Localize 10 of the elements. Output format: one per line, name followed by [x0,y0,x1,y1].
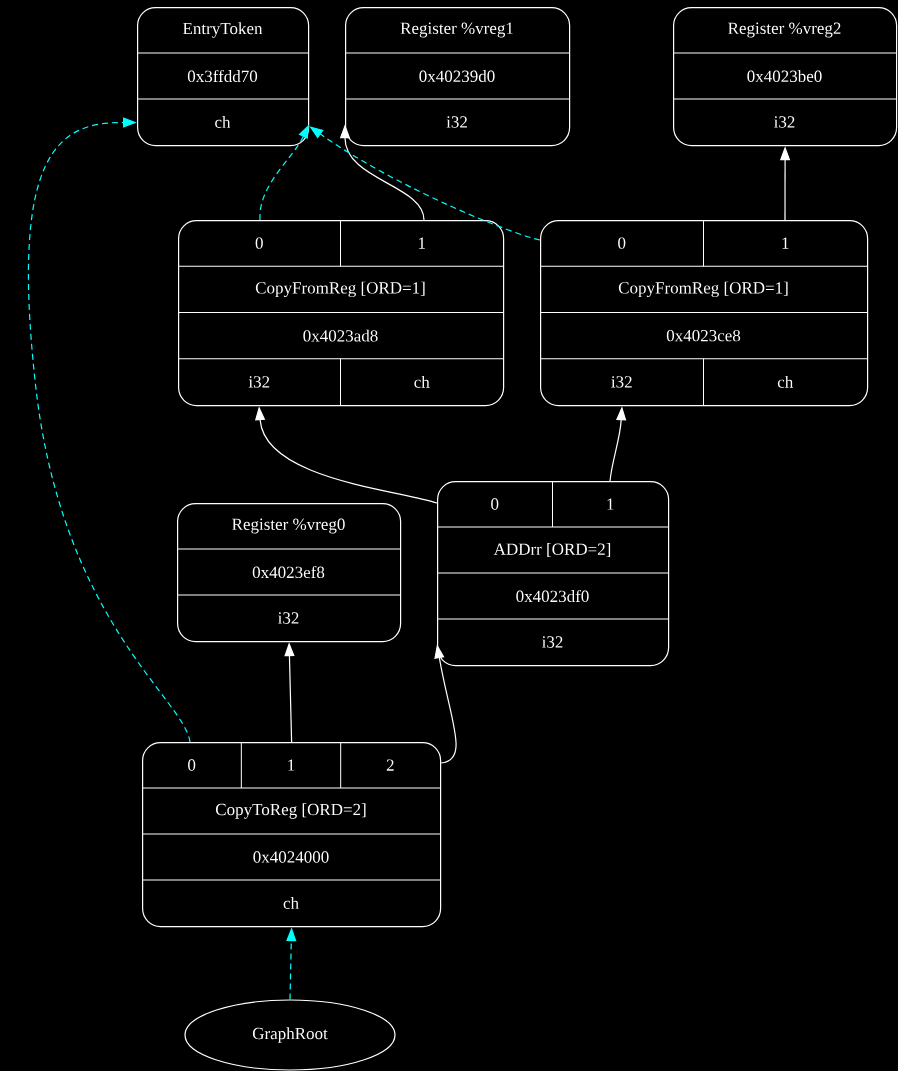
record-box: 0 1 ADDrr [ORD=2] 0x4023df0 i32 [436,480,670,667]
record-box: EntryToken 0x3ffdd70 ch [136,7,310,147]
arrow [27,117,191,743]
record-box: 0 1 CopyFromReg [ORD=1] 0x4023ce8 i32 ch [539,219,869,407]
ellipse-node: GraphRoot [184,999,396,1071]
record-box: Register %vreg2 0x4023be0 i32 [672,7,898,147]
record-box: Register %vreg1 0x40239d0 i32 [344,7,571,147]
record-box: 0 1 CopyFromReg [ORD=1] 0x4023ad8 i32 ch [177,219,505,407]
record-box: 0 1 2 CopyToReg [ORD=2] 0x4024000 ch [141,741,442,928]
record-box: Register %vreg0 0x4023ef8 i32 [176,503,402,643]
